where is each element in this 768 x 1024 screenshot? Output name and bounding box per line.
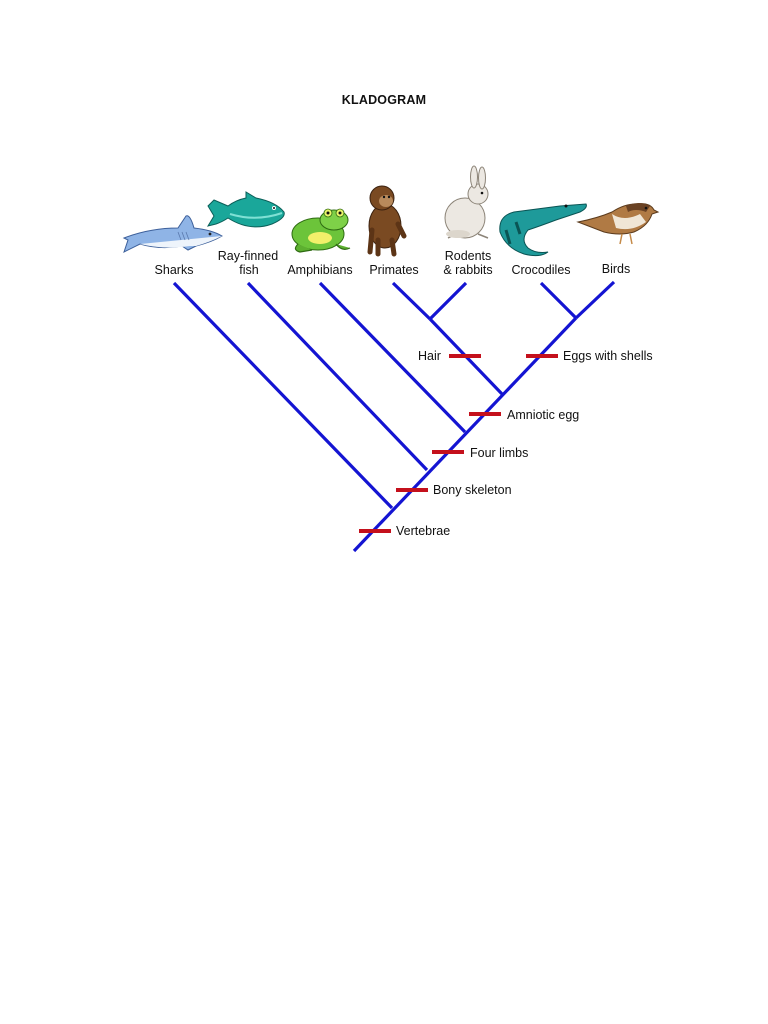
bird-icon: [576, 203, 660, 245]
trait-label-four-limbs: Four limbs: [470, 446, 528, 460]
taxon-label-crocodiles: Crocodiles: [511, 263, 570, 277]
trait-label-amniotic-egg: Amniotic egg: [507, 408, 579, 422]
branch-ray-finned-fish: [246, 281, 429, 472]
trait-label-eggs-with-shells: Eggs with shells: [563, 349, 653, 363]
frog-icon: [291, 208, 351, 253]
taxon-label-ray-finned-fish: Ray-finned: [218, 249, 278, 263]
branch-birds: [574, 280, 616, 320]
branch-rodents-rabbits: [428, 281, 468, 321]
taxon-label-rodents-rabbits-line2: & rabbits: [443, 263, 492, 277]
taxon-label-birds: Birds: [602, 262, 630, 276]
shark-icon: [122, 215, 223, 253]
fish-icon: [206, 191, 285, 228]
taxon-label-sharks: Sharks: [155, 263, 194, 277]
branch-primates: [391, 281, 432, 321]
branch-sharks: [172, 281, 394, 510]
monkey-icon: [367, 185, 407, 257]
taxon-label-ray-finned-fish-line2: fish: [239, 263, 259, 277]
branch-amphibians: [318, 281, 467, 434]
branches: [172, 280, 616, 553]
page-title: KLADOGRAM: [341, 93, 427, 107]
taxon-label-rodents-rabbits: Rodents: [445, 249, 492, 263]
trait-label-bony-skeleton: Bony skeleton: [433, 483, 512, 497]
trait-label-vertebrae: Vertebrae: [396, 524, 450, 538]
crocodile-icon: [499, 203, 587, 257]
taxon-label-primates: Primates: [369, 263, 418, 277]
taxon-label-amphibians: Amphibians: [287, 263, 352, 277]
trait-label-hair: Hair: [418, 349, 441, 363]
rabbit-icon: [444, 165, 489, 239]
branch-crocodiles: [539, 281, 578, 320]
